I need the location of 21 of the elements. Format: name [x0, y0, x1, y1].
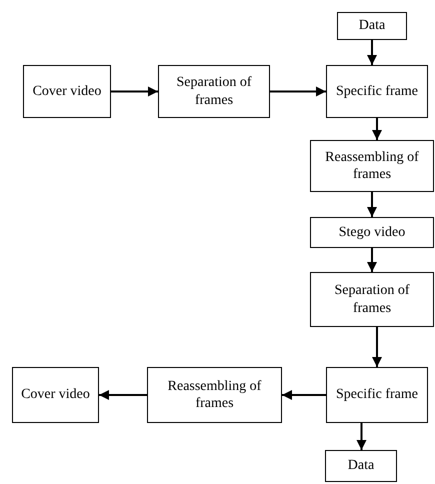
process-box: Stego video: [310, 217, 434, 248]
arrow: [372, 327, 382, 367]
arrow: [367, 40, 377, 65]
process-box: Separation of frames: [158, 65, 270, 118]
process-box: Cover video: [12, 367, 99, 423]
process-box: Reassembling of frames: [147, 367, 282, 423]
arrow: [99, 390, 147, 400]
process-box: Separation of frames: [310, 272, 434, 327]
arrow: [356, 423, 366, 450]
arrow: [111, 86, 158, 96]
arrow: [367, 192, 377, 217]
process-box: Cover video: [23, 65, 111, 118]
process-box: Specific frame: [326, 65, 428, 118]
arrow: [372, 118, 382, 140]
arrow: [270, 86, 326, 96]
process-box: Data: [337, 12, 407, 40]
arrow: [282, 390, 326, 400]
process-box: Specific frame: [326, 367, 428, 423]
process-box: Data: [325, 450, 397, 482]
arrow: [367, 248, 377, 272]
process-box: Reassembling of frames: [310, 140, 434, 192]
